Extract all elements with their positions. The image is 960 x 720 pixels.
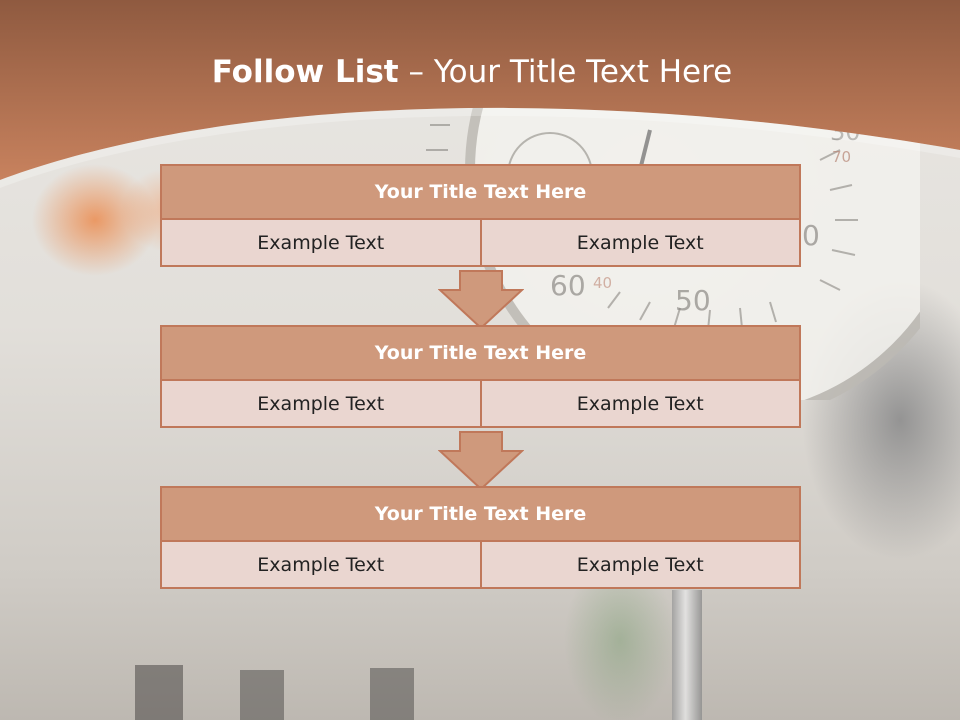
step-left-text[interactable]: Example Text [160,218,482,267]
step-left-text[interactable]: Example Text [160,379,482,428]
step-title[interactable]: Your Title Text Here [160,486,801,542]
down-arrow-icon [438,270,524,330]
down-arrow-icon [438,431,524,491]
slide-title: Follow List – Your Title Text Here [0,54,944,90]
step-title[interactable]: Your Title Text Here [160,325,801,381]
dial-label: 50 [675,284,711,317]
dial-label: 60 [550,269,586,302]
step-box-3: Your Title Text Here Example Text Exampl… [160,486,801,589]
step-box-2: Your Title Text Here Example Text Exampl… [160,325,801,428]
step-right-text[interactable]: Example Text [479,218,801,267]
step-right-text[interactable]: Example Text [479,379,801,428]
dial-label: 0 [802,219,820,252]
slide-title-bold: Follow List [211,54,399,90]
dial-label: 70 [832,148,851,166]
bottom-blocks-image [135,665,414,720]
step-box-1: Your Title Text Here Example Text Exampl… [160,164,801,267]
dial-label: 40 [593,274,612,292]
header-band [0,0,960,188]
step-title[interactable]: Your Title Text Here [160,164,801,220]
slide-title-rest: – Your Title Text Here [398,54,733,90]
gauge-post-image [672,590,702,720]
step-left-text[interactable]: Example Text [160,540,482,589]
step-right-text[interactable]: Example Text [479,540,801,589]
